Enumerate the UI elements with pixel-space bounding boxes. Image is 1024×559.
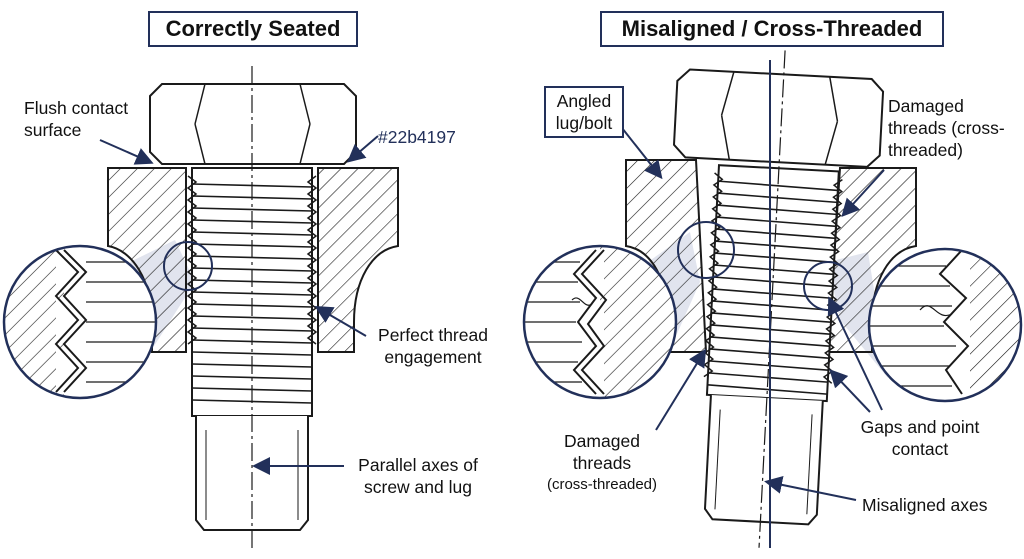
angled-arrow [621, 127, 663, 180]
thread-crest-line [707, 384, 828, 395]
damaged-top-line1: Damaged [888, 96, 964, 116]
dmg-top-arrow [841, 169, 885, 217]
gaps-arrow1 [827, 296, 883, 411]
thread-crest-line [191, 375, 313, 380]
thread-crest-line [716, 216, 837, 228]
bolt-head-left [149, 83, 357, 165]
thread-crest-line [713, 276, 833, 288]
angled-label: Angled lug/bolt [544, 86, 624, 138]
perfect-arrow [314, 305, 367, 337]
damaged-bottom-line3: (cross-threaded) [546, 476, 658, 493]
thread-crest-line [718, 180, 838, 192]
bolt-head-right [672, 68, 885, 168]
thread-crest-line [191, 207, 313, 212]
color-tag-label: #22b4197 [378, 127, 456, 147]
flush-label-line2: surface [24, 120, 82, 140]
damaged-top-line2: threads (cross- [888, 118, 1005, 138]
left-panel-title: Correctly Seated [148, 11, 358, 47]
parallel-label-line2: screw and lug [364, 477, 472, 497]
dmg-bottom-arrow [655, 348, 707, 431]
damaged-top-label: Damaged threads (cross- threaded) [888, 95, 1005, 161]
lug-body-right [317, 167, 399, 353]
flush-label-line1: Flush contact [24, 98, 129, 118]
correct-assembly [2, 66, 399, 548]
damaged-top-line3: threaded) [888, 140, 963, 160]
detail-ring-right1 [677, 221, 735, 279]
color-tag-arrow [346, 135, 379, 163]
right-panel-title: Misaligned / Cross-Threaded [600, 11, 944, 47]
damaged-bottom-line1: Damaged [564, 431, 640, 451]
misaligned-assembly [522, 50, 1023, 548]
parallel-label-line1: Parallel axes of [358, 455, 478, 475]
thread-crest-line [191, 351, 313, 356]
detail-ring-left [163, 241, 213, 291]
misaligned-label: Misaligned axes [862, 495, 988, 515]
gaps-label-line1: Gaps and point [860, 417, 980, 437]
damaged-bottom-line2: threads [572, 453, 632, 473]
perfect-label-line1: Perfect thread [378, 325, 488, 345]
angled-label-line1: Angled [556, 91, 612, 111]
flush-arrow [99, 139, 154, 165]
bolt-axis-right [758, 50, 786, 548]
damaged-bottom-label: Damaged threads (cross-threaded) [534, 430, 670, 496]
thread-crest-line [191, 315, 313, 320]
misaligned-arrow [764, 475, 857, 501]
perfect-label: Perfect thread engagement [370, 324, 496, 368]
detail-callout-right2 [867, 247, 1023, 403]
gaps-label-line2: contact [891, 439, 949, 459]
thread-crest-line [708, 360, 829, 371]
perfect-label-line2: engagement [384, 347, 482, 367]
angled-label-line2: lug/bolt [555, 113, 613, 133]
parallel-label: Parallel axes of screw and lug [348, 454, 488, 498]
detail-callout-left [2, 244, 158, 400]
threaded-shank-left [186, 167, 318, 417]
flush-label: Flush contact surface [24, 97, 128, 141]
thread-crest-line [714, 240, 835, 252]
gaps-arrow2 [829, 369, 871, 413]
gaps-label: Gaps and point contact [850, 416, 990, 460]
